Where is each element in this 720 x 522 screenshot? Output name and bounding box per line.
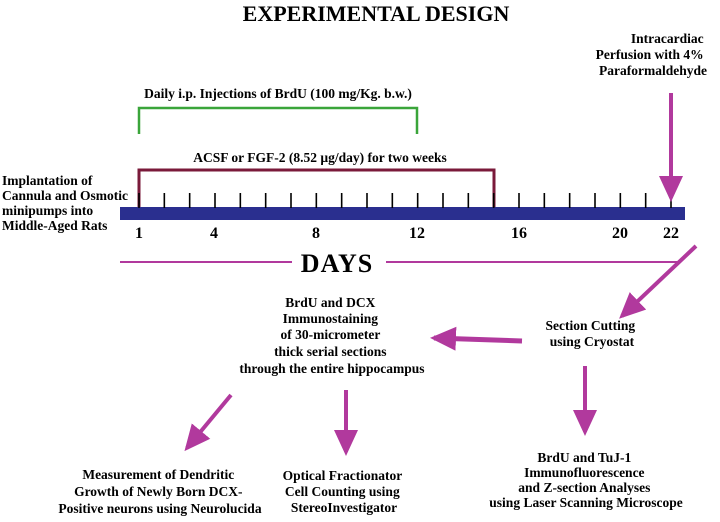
diagram-title: EXPERIMENTAL DESIGN [243, 1, 510, 26]
implantation-line: Implantation of [2, 173, 93, 188]
implantation-line: minipumps into [2, 203, 93, 218]
confocal-step: BrdU and TuJ-1 Immunofluorescence and Z-… [489, 450, 682, 510]
dendritic-line: Positive neurons using Neurolucida [58, 501, 261, 516]
perfusion-line: Perfusion with 4% [596, 47, 704, 62]
day-label: 20 [612, 225, 628, 242]
timeline-ticks [138, 193, 672, 208]
section-cutting-line: using Cryostat [550, 334, 635, 349]
perfusion-label: Intracardiac Perfusion with 4% Paraforma… [596, 31, 707, 78]
immunostaining-line: of 30-micrometer [281, 327, 381, 342]
confocal-line: and Z-section Analyses [518, 480, 650, 495]
implantation-label: Implantation of Cannula and Osmotic mini… [2, 173, 131, 233]
day-label: 16 [511, 225, 527, 242]
immunostaining-line: Immunostaining [283, 311, 379, 326]
confocal-line: BrdU and TuJ-1 [537, 450, 631, 465]
immunostaining-line: BrdU and DCX [285, 295, 375, 310]
fractionator-step: Optical Fractionator Cell Counting using… [283, 468, 406, 515]
day-label: 22 [663, 225, 679, 242]
day-label: 12 [409, 225, 425, 242]
perfusion-line: Intracardiac [631, 31, 704, 46]
to-immunostaining-arrow [430, 326, 523, 351]
immunostaining-step: BrdU and DCX Immunostaining of 30-microm… [239, 295, 424, 376]
confocal-line: using Laser Scanning Microscope [489, 495, 682, 510]
dendritic-line: Growth of Newly Born DCX- [74, 484, 243, 499]
implantation-line: Cannula and Osmotic [2, 188, 128, 203]
fractionator-line: Optical Fractionator [283, 468, 403, 483]
perfusion-line: Paraformaldehyde [599, 63, 707, 78]
day-label: 8 [312, 225, 320, 242]
immunostaining-line: thick serial sections [274, 344, 387, 359]
dendritic-step: Measurement of Dendritic Growth of Newly… [58, 467, 261, 516]
day-label: 1 [135, 225, 143, 242]
implantation-line: Middle-Aged Rats [2, 218, 107, 233]
days-axis-label: DAYS [301, 249, 373, 278]
infusion-bracket [137, 168, 496, 208]
section-cutting-line: Section Cutting [545, 318, 635, 333]
confocal-line: Immunofluorescence [524, 465, 645, 480]
brdu-injection-label: Daily i.p. Injections of BrdU (100 mg/Kg… [144, 86, 412, 101]
to-section-cutting-arrow [619, 244, 698, 319]
timeline-axis [120, 207, 685, 220]
day-label: 4 [210, 225, 218, 242]
infusion-label: ACSF or FGF-2 (8.52 µg/day) for two week… [193, 150, 447, 165]
fractionator-line: Cell Counting using [285, 484, 400, 499]
to-dendritic-arrow [184, 393, 233, 452]
brdu-injection-bracket [137, 106, 419, 134]
section-cutting-step: Section Cutting using Cryostat [545, 318, 638, 349]
immunostaining-line: through the entire hippocampus [239, 361, 424, 376]
dendritic-line: Measurement of Dendritic [82, 467, 234, 482]
fractionator-line: StereoInvestigator [291, 500, 397, 515]
